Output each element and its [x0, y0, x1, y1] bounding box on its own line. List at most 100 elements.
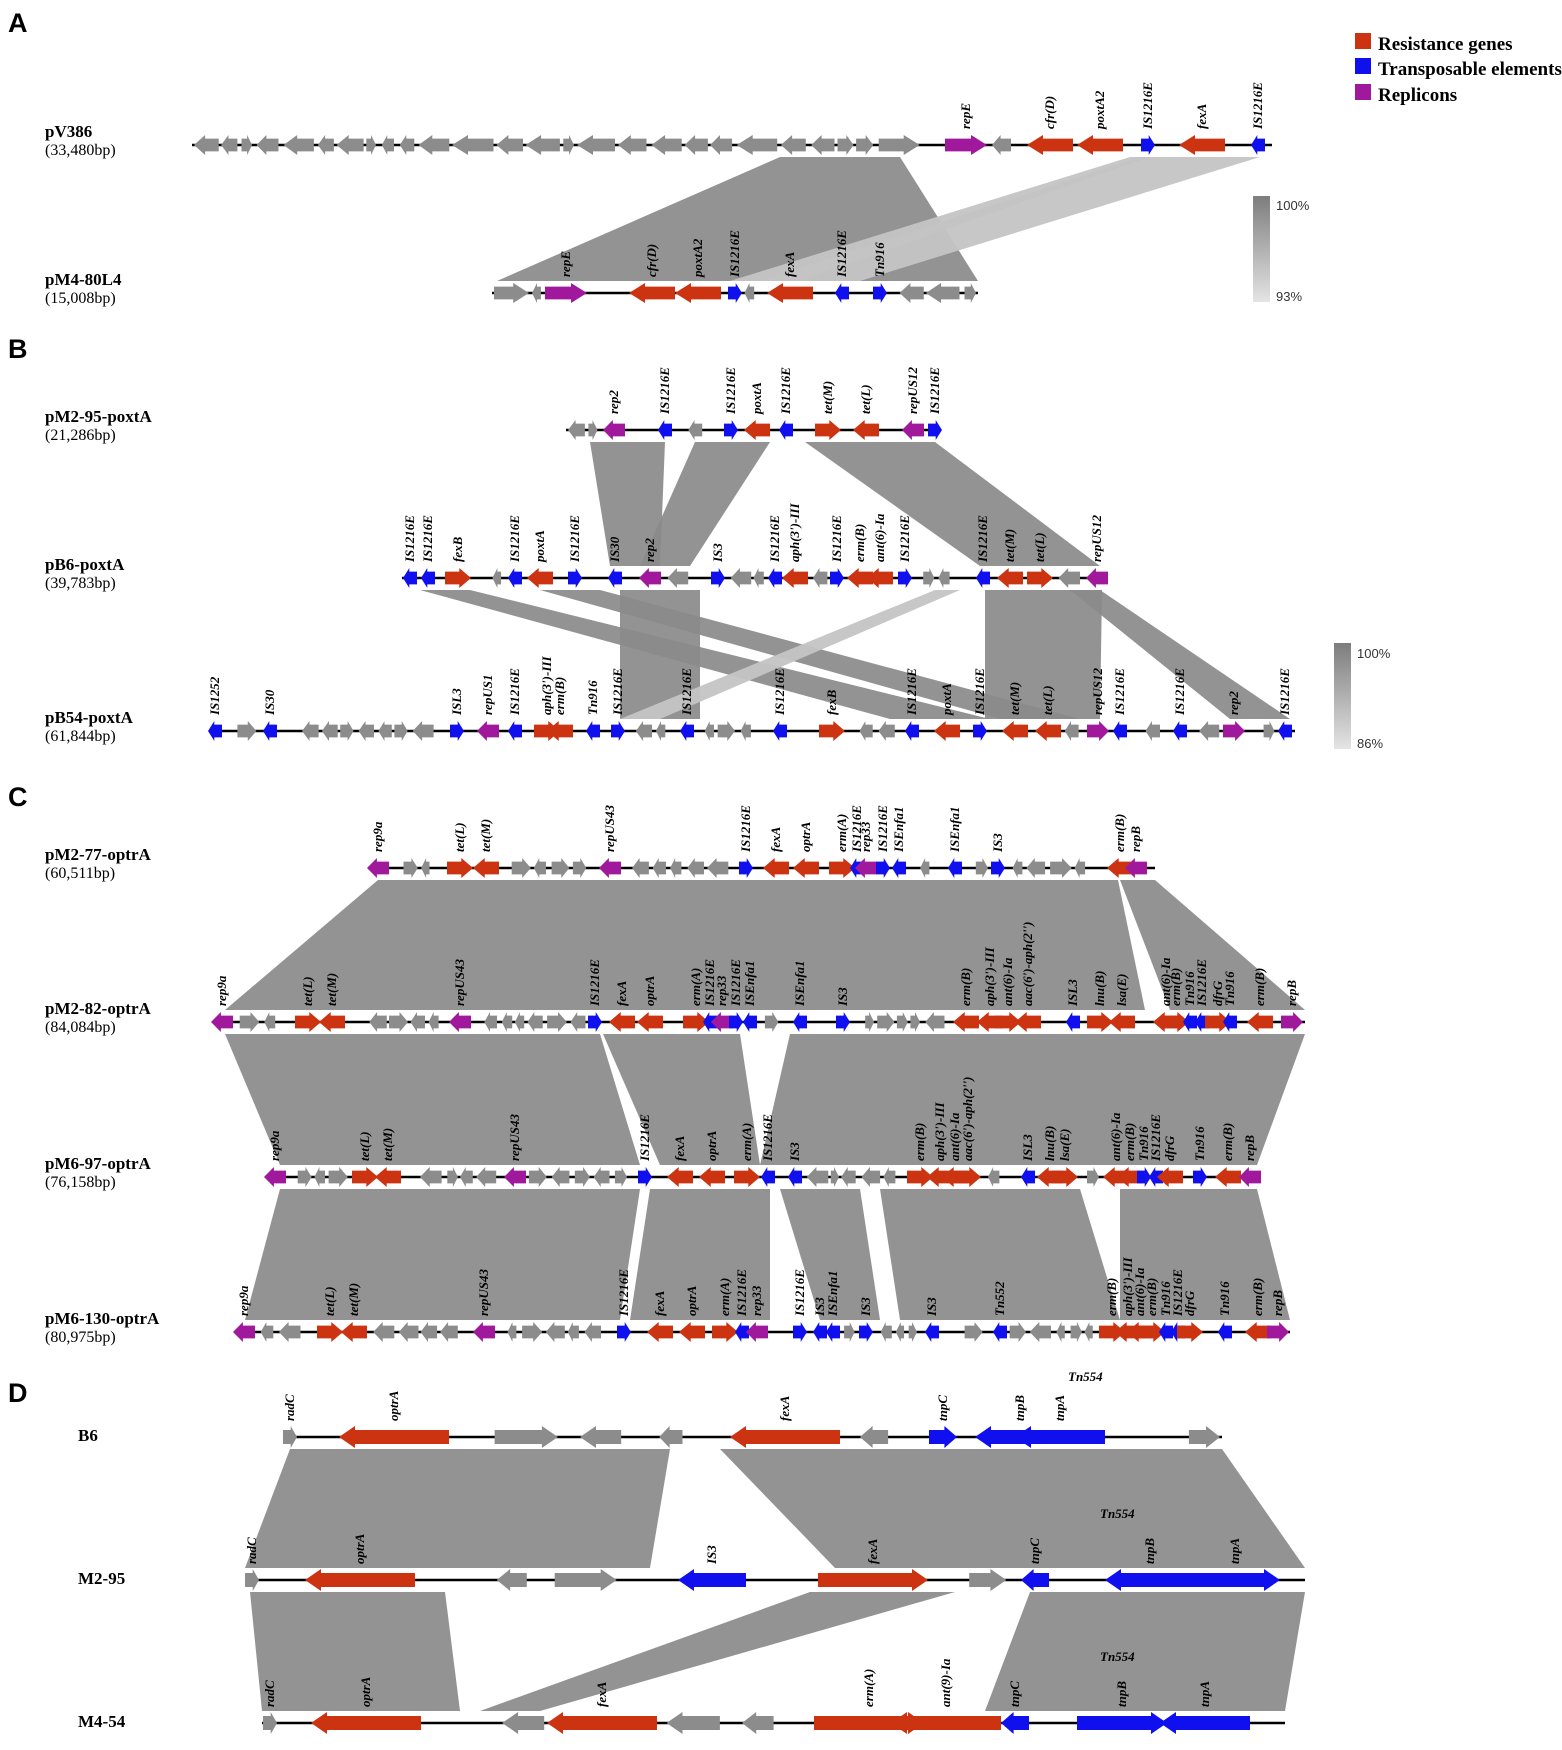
gene-arrow-other	[507, 1322, 517, 1342]
gene-fexa-arrow	[1179, 135, 1225, 155]
gene-tn916-arrow	[1223, 1012, 1237, 1032]
row-size: (60,511bp)	[45, 865, 115, 882]
gene-ant-6--ia-arrow	[995, 1012, 1021, 1032]
gene-label: IS3	[710, 543, 725, 563]
gene-label: tnpC	[1007, 1681, 1022, 1707]
homology-link	[620, 590, 960, 719]
homology-link	[640, 442, 770, 566]
gene-is1252-arrow	[208, 721, 222, 741]
gene-label: IS1216E	[972, 668, 987, 716]
gene-arrow-other	[1056, 1322, 1065, 1342]
gene-label: ISEnfa1	[947, 806, 962, 853]
gene-label: Tn916	[1217, 1281, 1232, 1316]
gene-arrow-other	[440, 1322, 458, 1342]
gene-label: tnpC	[1027, 1538, 1042, 1564]
gene-optra-arrow	[679, 1322, 705, 1342]
gene-erm-b--arrow	[1117, 1167, 1143, 1187]
gene-is1216e-arrow	[898, 568, 912, 588]
gene-arrow-other	[635, 721, 652, 741]
gene-label: rep33	[749, 1285, 764, 1316]
gene-label: aph(3')-III	[787, 503, 802, 562]
gene-label: radC	[282, 1394, 297, 1421]
gene-label: erm(A)	[861, 1669, 876, 1707]
gene-repus43-arrow	[599, 858, 621, 878]
gene-is3-arrow	[859, 1322, 873, 1342]
gene-label: tnpA	[1227, 1538, 1242, 1564]
gene-tet-l--arrow	[853, 420, 879, 440]
gene-arrow-other	[806, 1167, 829, 1187]
gene-erm-b--arrow	[953, 1012, 979, 1032]
gene-label: Tn916	[872, 242, 887, 277]
gene-tn916-arrow	[1183, 1012, 1197, 1032]
gene-fexb-arrow	[445, 568, 471, 588]
gene-erm-b--arrow	[1247, 1012, 1273, 1032]
gene-lnu-b--arrow	[1087, 1012, 1113, 1032]
gene-tet-l--arrow	[1035, 721, 1061, 741]
gene-label: IS1216E	[897, 515, 912, 563]
gene-fexa-arrow	[547, 1712, 657, 1734]
gene-isenfa1-arrow	[892, 858, 906, 878]
gene-label: IS1216E	[507, 668, 522, 716]
gene-is1216e-arrow	[928, 420, 942, 440]
gene-radc-arrow	[245, 1569, 259, 1591]
legend-swatch-replicon	[1355, 84, 1371, 100]
gene-arrow-other	[551, 858, 570, 878]
gene-label: fexA	[768, 826, 783, 852]
gene-arrow-other	[684, 135, 708, 155]
row-name: pB54-poxtA	[45, 708, 134, 727]
gene-label: IS1216E	[772, 668, 787, 716]
gene-arrow-other	[764, 1012, 779, 1032]
gene-tn916-arrow	[1159, 1322, 1173, 1342]
gene-label: IS3	[835, 987, 850, 1007]
gene-arrow-other	[651, 135, 682, 155]
gene-label: Tn916	[1182, 971, 1197, 1006]
gene-isenfa1-arrow	[948, 858, 962, 878]
homology-link	[590, 442, 665, 566]
gene-track-c-3	[264, 1167, 1261, 1187]
gene-label: Tn916	[1192, 1126, 1207, 1161]
gene-repb-arrow	[1281, 1012, 1303, 1032]
gene-label: erm(B)	[1252, 968, 1267, 1006]
gene-dfrg-arrow	[1157, 1167, 1183, 1187]
gene-optra-arrow	[311, 1712, 421, 1734]
homology-link	[480, 1592, 955, 1711]
gene-label: ISEnfa1	[891, 806, 906, 853]
row-size: (15,008bp)	[45, 290, 116, 307]
gene-arrow-other	[514, 1012, 525, 1032]
gene-arrow-other	[551, 1167, 570, 1187]
gene-arrow-other	[496, 1569, 527, 1591]
homology-link	[620, 590, 700, 719]
gene-is1216e-arrow	[739, 858, 753, 878]
homology-link	[1120, 880, 1305, 1010]
gene-label: repUS43	[452, 959, 467, 1006]
gene-arrow-other	[1070, 1322, 1082, 1342]
gene-label: erm(B)	[1220, 1123, 1235, 1161]
gene-label: repUS12	[1089, 515, 1104, 562]
gene-arrow-other	[584, 1322, 601, 1342]
gene-arrow-other	[1199, 721, 1220, 741]
gene-label: fexA	[1194, 103, 1209, 129]
gene-repus1-arrow	[477, 721, 499, 741]
gene-label: tnpB	[1142, 1538, 1157, 1564]
gene-label: erm(B)	[1122, 1123, 1137, 1161]
gene-rep33-arrow	[855, 858, 877, 878]
gene-arrow-other	[844, 1322, 855, 1342]
gene-arrow-other	[241, 135, 253, 155]
gene-arrow-other	[369, 1012, 387, 1032]
legend-swatch-resistance	[1355, 33, 1371, 49]
row-name: pM4-80L4	[45, 270, 122, 289]
homology-link	[630, 1189, 770, 1320]
gene-arrow-other	[547, 1012, 567, 1032]
gene-arrow-other	[704, 721, 714, 741]
homology-link	[805, 442, 1100, 566]
gene-label: dfrG	[1182, 1290, 1197, 1316]
gene-label: optrA	[684, 1285, 699, 1316]
gene-arrow-other	[618, 135, 647, 155]
gene-label: poxtA2	[1092, 90, 1107, 130]
gene-tnpb-arrow	[1077, 1712, 1167, 1734]
gene-arrow-other	[1050, 858, 1072, 878]
homology-link	[1070, 590, 1290, 719]
gene-tnpc-arrow	[929, 1426, 957, 1448]
gene-label: ant(6)-Ia	[947, 1112, 962, 1161]
